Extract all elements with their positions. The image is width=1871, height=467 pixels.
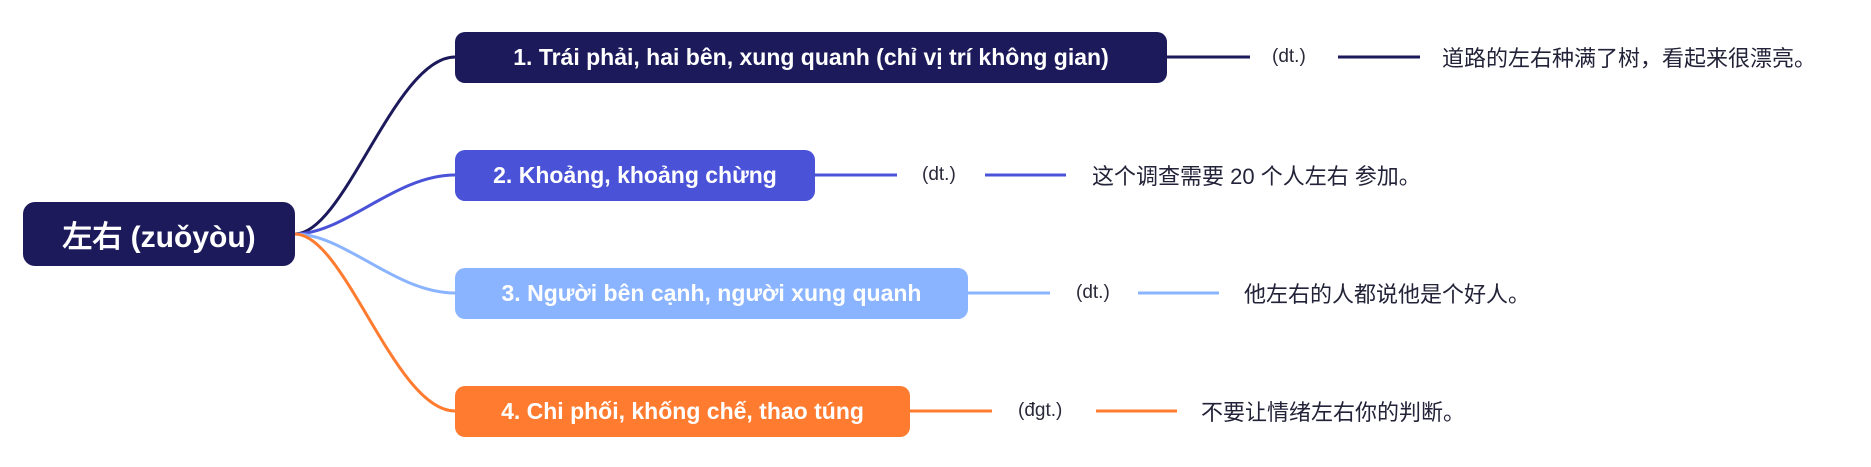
branch-node-2[interactable]: 2. Khoảng, khoảng chừng (455, 150, 815, 201)
branch-node-3[interactable]: 3. Người bên cạnh, người xung quanh (455, 268, 968, 319)
branch-connector-1 (294, 55, 456, 236)
branch-connector-4 (294, 232, 456, 413)
branch-node-4[interactable]: 4. Chi phối, khống chế, thao túng (455, 386, 910, 437)
branch-node-1[interactable]: 1. Trái phải, hai bên, xung quanh (chỉ v… (455, 32, 1167, 83)
branch-connector-3 (294, 232, 456, 295)
part-of-speech-label-2: (dt.) (922, 164, 956, 185)
example-sentence-2[interactable]: 这个调查需要 20 个人左右 参加。 (1092, 164, 1421, 189)
part-of-speech-label-4: (đgt.) (1018, 400, 1063, 421)
branch-connector-2 (294, 173, 456, 236)
example-sentence-4[interactable]: 不要让情绪左右你的判断。 (1201, 400, 1466, 425)
part-of-speech-label-1: (dt.) (1272, 46, 1306, 67)
example-sentence-3[interactable]: 他左右的人都说他是个好人。 (1244, 282, 1531, 307)
root-node[interactable]: 左右 (zuǒyòu) (23, 202, 295, 266)
part-of-speech-label-3: (dt.) (1076, 282, 1110, 303)
example-sentence-1[interactable]: 道路的左右种满了树，看起来很漂亮。 (1442, 46, 1817, 71)
